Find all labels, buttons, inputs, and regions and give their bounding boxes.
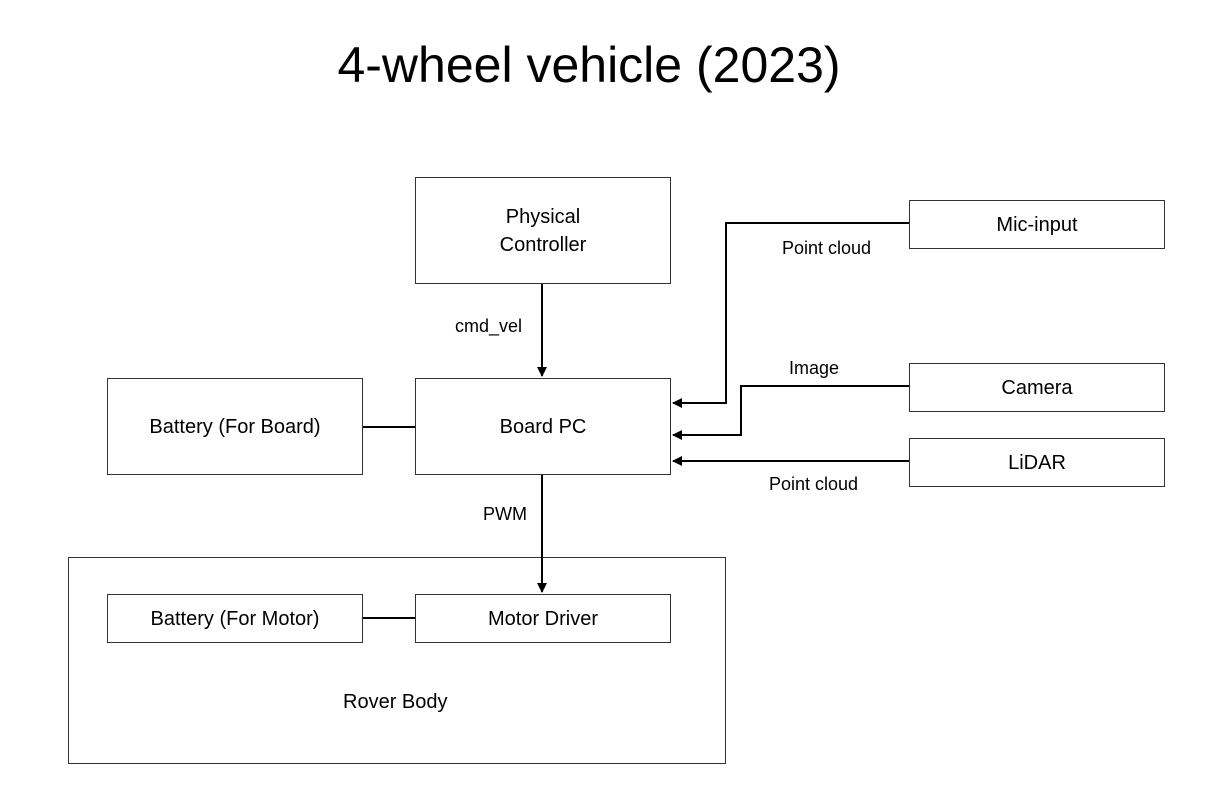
diagram-title: 4-wheel vehicle (2023) xyxy=(337,37,841,93)
pwm-label: PWM xyxy=(483,504,527,524)
mic-input-node: Mic-input xyxy=(909,200,1165,249)
battery-board-node: Battery (For Board) xyxy=(107,378,363,475)
motor-driver-label: Motor Driver xyxy=(487,607,598,630)
battery-board-label: Battery (For Board) xyxy=(149,415,321,438)
mic-input-label: Mic-input xyxy=(996,213,1078,236)
camera-label: Camera xyxy=(1001,376,1073,399)
lidar-label: LiDAR xyxy=(1008,451,1066,474)
image-label: Image xyxy=(789,358,840,378)
camera-arrow xyxy=(672,385,909,440)
motor-driver-node: Motor Driver xyxy=(415,594,671,643)
lidar-node: LiDAR xyxy=(909,438,1165,487)
lidar-point-cloud-label: Point cloud xyxy=(769,474,859,494)
camera-node: Camera xyxy=(909,363,1165,412)
cmd-vel-label: cmd_vel xyxy=(455,316,523,336)
battery-motor-node: Battery (For Motor) xyxy=(107,594,363,643)
mic-point-cloud-label: Point cloud xyxy=(782,238,872,258)
mic-input-arrow xyxy=(672,222,909,408)
board-pc-node: Board PC xyxy=(415,378,671,475)
board-pc-label: Board PC xyxy=(499,415,587,438)
battery-motor-label: Battery (For Motor) xyxy=(150,607,320,630)
physical-controller-label: Physical Controller xyxy=(499,205,587,256)
rover-body-group xyxy=(68,557,726,764)
rover-body-label: Rover Body xyxy=(343,691,448,713)
physical-controller-node: Physical Controller xyxy=(415,177,671,284)
